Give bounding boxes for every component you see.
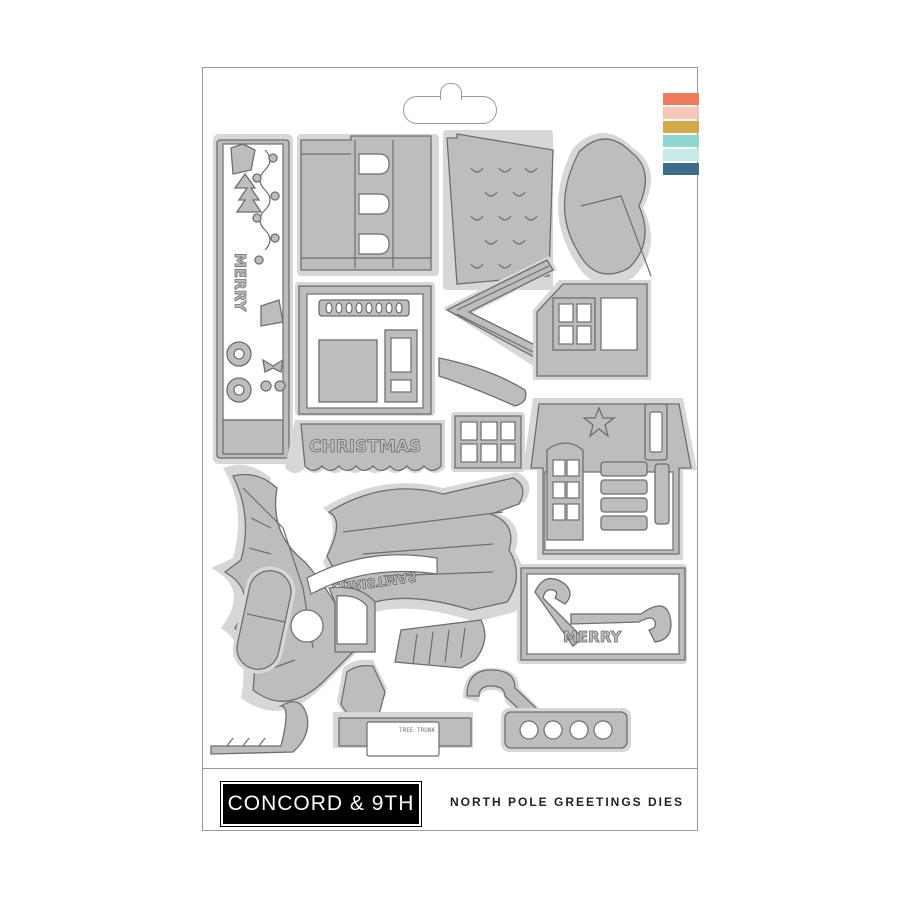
mini-tree-icon: [233, 172, 263, 213]
brand-logo: CONCORD & 9TH: [220, 781, 422, 827]
swatch-coral: [663, 93, 699, 105]
sled-runner-shape: [438, 357, 527, 407]
capsule-die: [232, 566, 324, 674]
swatch-pink: [663, 107, 699, 119]
small-window-die: [451, 412, 525, 472]
ornament-circle: [290, 609, 324, 643]
footer-divider: [203, 768, 697, 769]
brand-logo-text: CONCORD & 9TH: [227, 792, 415, 815]
shop-front-die: [297, 134, 439, 276]
swatch-teal: [663, 135, 699, 147]
color-swatch-strip: [663, 93, 699, 177]
christmas-awning-die: CHRISTMAS: [285, 420, 445, 473]
christmas-banner-text: CHRISTMAS: [309, 437, 421, 457]
roof-scallop-die: [443, 130, 554, 290]
gingerbread-house-die: [523, 398, 697, 560]
mitten-die: [337, 659, 387, 723]
house-windows-die: [533, 280, 651, 380]
merry-bottom-text: MERRY: [563, 628, 622, 646]
merry-border-die: MERRY: [213, 134, 293, 464]
product-title: NORTH POLE GREETINGS DIES: [450, 795, 685, 809]
tree-trunk-label: TREE TRUNK: [399, 727, 436, 734]
product-card: .d { fill: #bdbdbd; stroke: #6e6e6e; str…: [202, 67, 699, 831]
swatch-navy: [663, 163, 699, 175]
merry-candy-cane-die: MERRY: [517, 564, 687, 664]
tree-die-christmas-arc: CHRISTMAS: [306, 472, 530, 669]
swatch-mint: [663, 149, 699, 161]
die-set-illustration: .d { fill: #bdbdbd; stroke: #6e6e6e; str…: [210, 130, 697, 757]
storefront-die: [295, 282, 435, 416]
tree-trunk-die: TREE TRUNK: [333, 712, 473, 757]
mini-tree-top: [230, 143, 256, 175]
star-icon: [582, 406, 616, 438]
candy-row-die: [501, 708, 631, 752]
swatch-gold: [663, 121, 699, 133]
merry-vertical-text: MERRY: [231, 253, 249, 312]
light-string-icon: [259, 149, 271, 251]
bow-icon: [262, 358, 284, 373]
bush-die: [558, 133, 652, 285]
hang-hole: [403, 83, 497, 124]
